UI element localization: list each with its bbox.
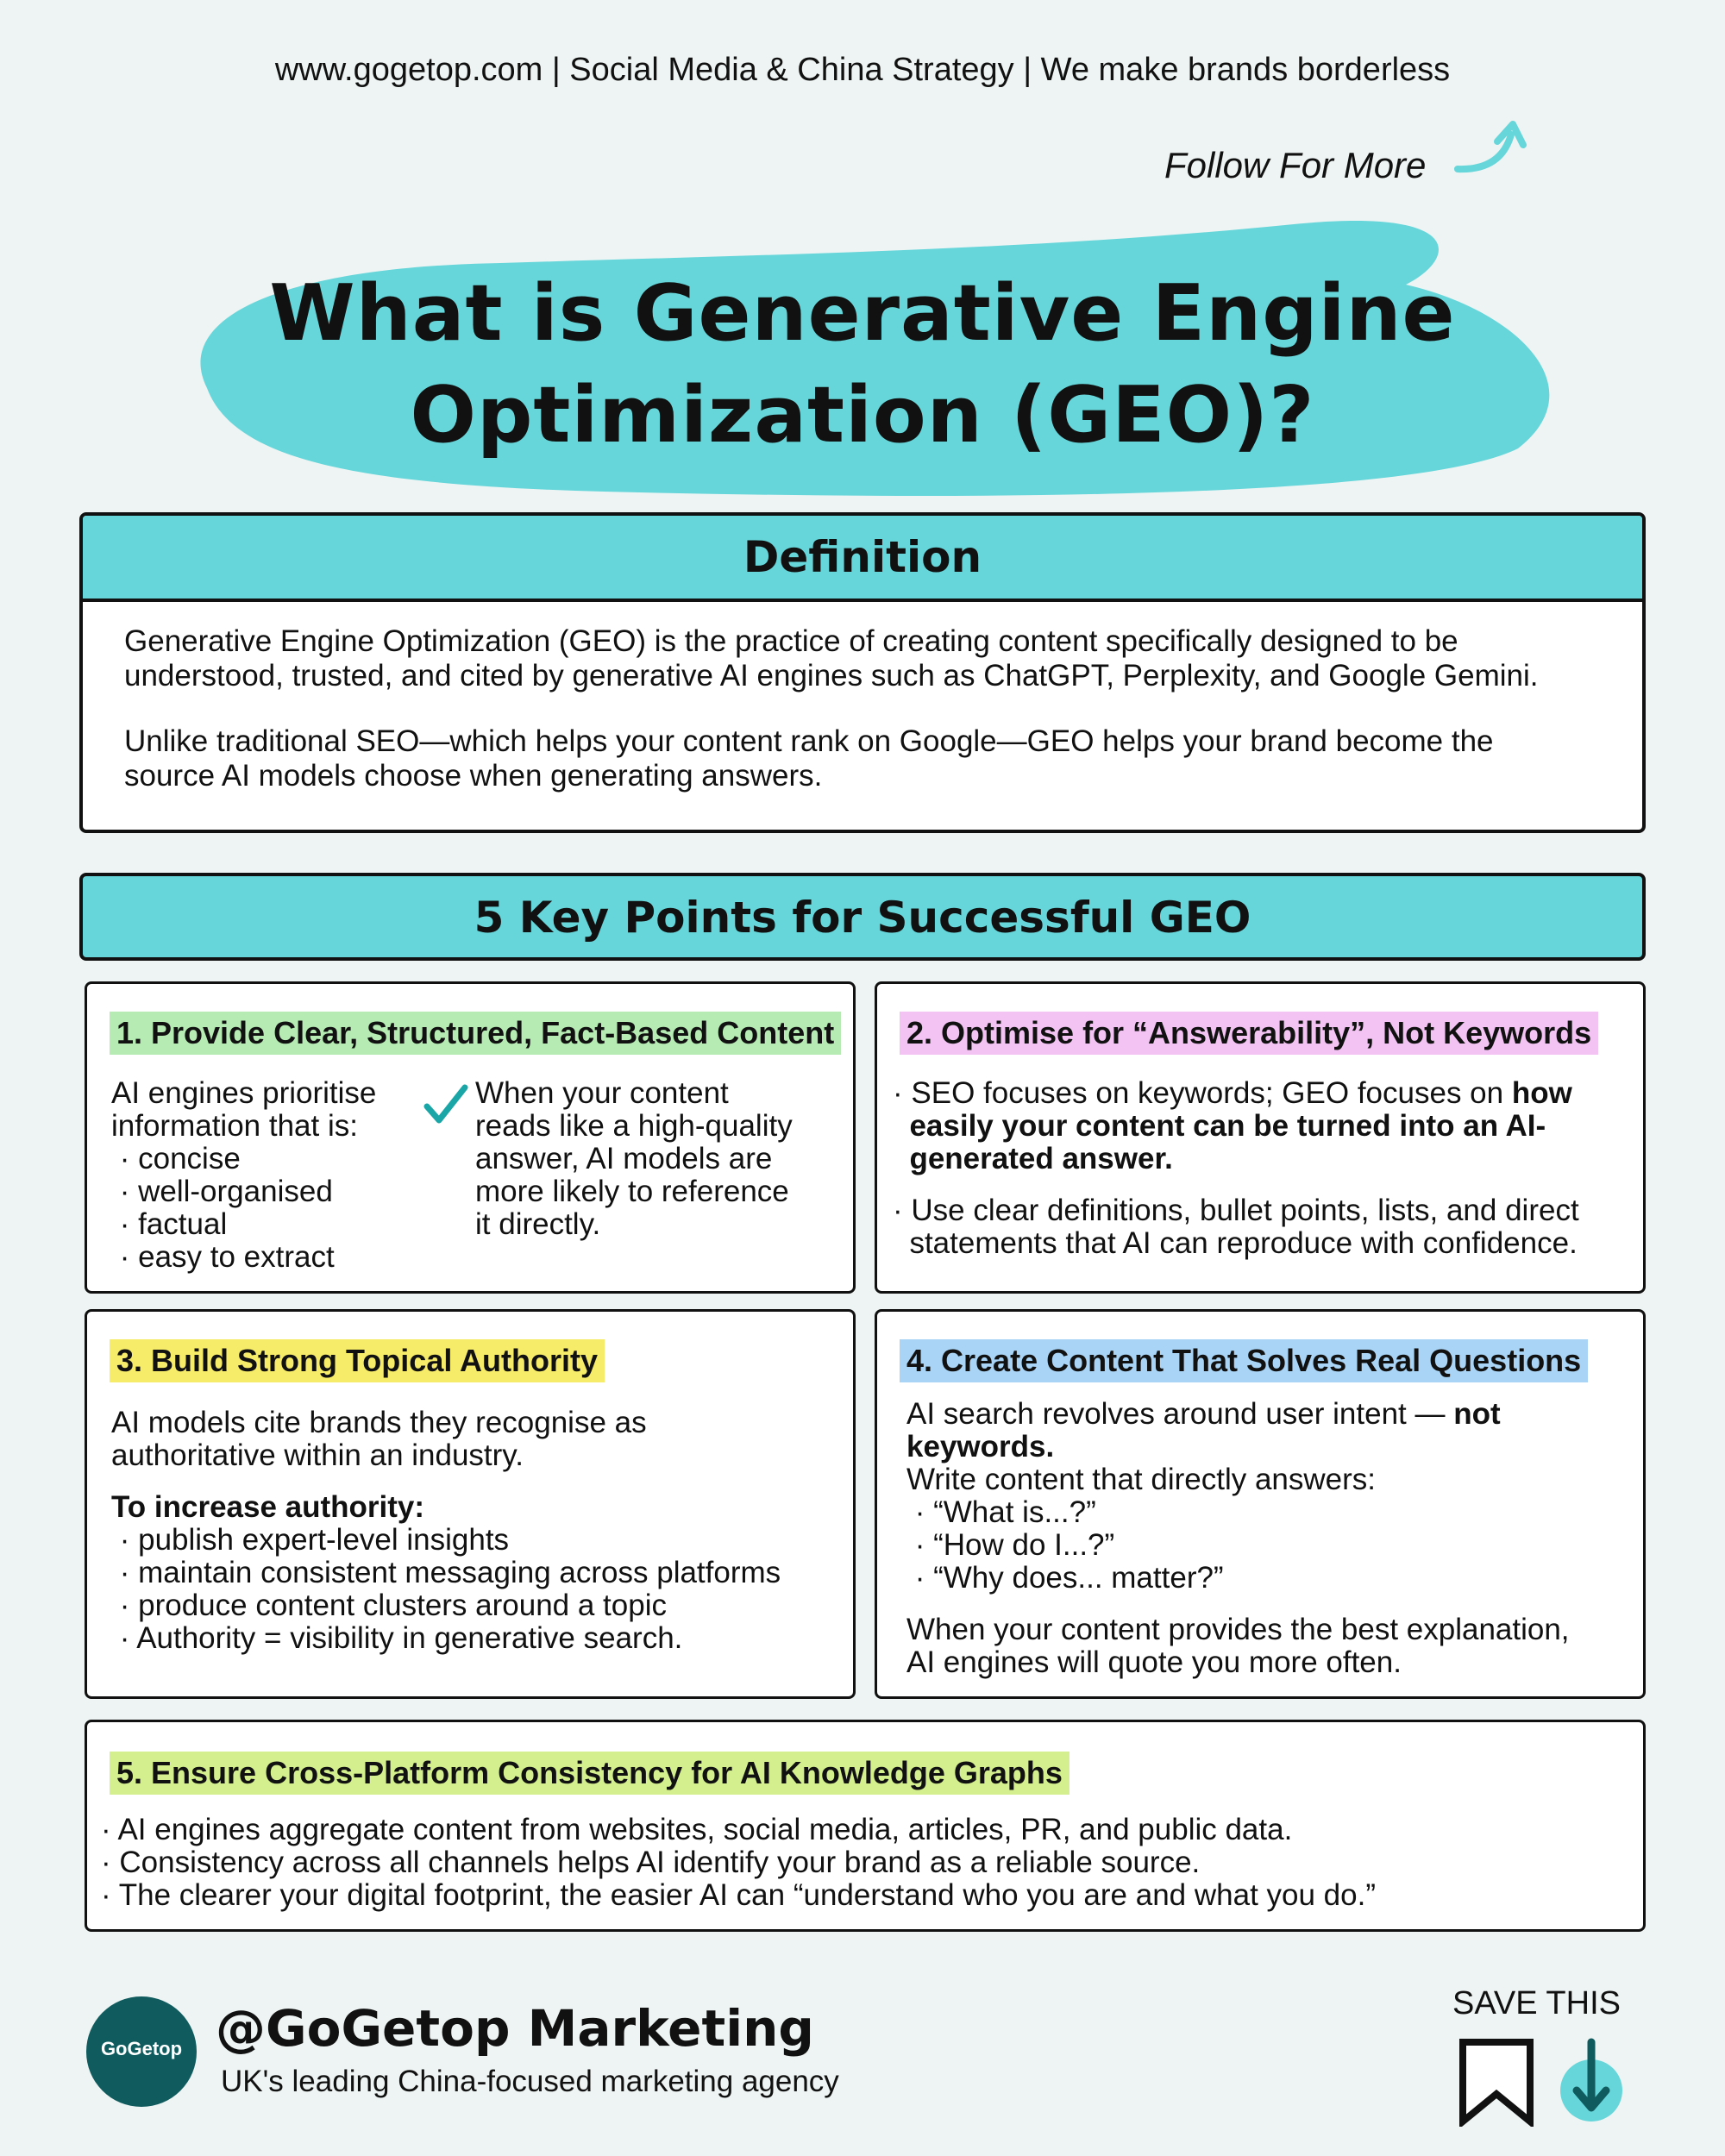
page-title: What is Generative Engine Optimization (… xyxy=(172,263,1552,467)
key-point-card-3: 3. Build Strong Topical Authority AI mod… xyxy=(85,1309,856,1699)
key-point-card-2: 2. Optimise for “Answerability”, Not Key… xyxy=(875,981,1646,1294)
list-item: · “Why does... matter?” xyxy=(906,1561,1224,1595)
title-blob xyxy=(200,221,1550,496)
key-point-2-title: 2. Optimise for “Answerability”, Not Key… xyxy=(900,1012,1599,1055)
definition-box: Definition Generative Engine Optimizatio… xyxy=(79,512,1646,833)
key-point-5-body: · AI engines aggregate content from webs… xyxy=(101,1814,1376,1912)
follow-text[interactable]: Follow For More xyxy=(1164,145,1427,185)
list-item: · The clearer your digital footprint, th… xyxy=(101,1878,1376,1912)
definition-p2-line1: Unlike traditional SEO—which helps your … xyxy=(124,724,1494,758)
definition-p1-line2: understood, trusted, and cited by genera… xyxy=(124,659,1539,693)
bookmark-icon[interactable] xyxy=(1458,2037,1535,2127)
list-item: · well-organised xyxy=(111,1175,333,1208)
key-point-5-title: 5. Ensure Cross-Platform Consistency for… xyxy=(110,1752,1070,1795)
key-point-1-right: When your content reads like a high-qual… xyxy=(475,1076,793,1241)
list-item: · concise xyxy=(111,1142,241,1175)
key-point-card-5: 5. Ensure Cross-Platform Consistency for… xyxy=(85,1720,1646,1932)
checkmark-icon xyxy=(423,1084,468,1124)
key-point-1-intro: AI engines prioritise information that i… xyxy=(111,1077,376,1274)
key-point-1-title: 1. Provide Clear, Structured, Fact-Based… xyxy=(110,1012,842,1055)
key-point-3-body: AI models cite brands they recognise as … xyxy=(111,1406,781,1655)
key-point-card-1: 1. Provide Clear, Structured, Fact-Based… xyxy=(85,981,856,1294)
brand-handle[interactable]: @GoGetop Marketing xyxy=(216,1999,814,2058)
list-item: · AI engines aggregate content from webs… xyxy=(101,1813,1293,1846)
logo-text: GoGetop xyxy=(100,2038,183,2059)
definition-heading: Definition xyxy=(83,516,1642,602)
kp1-intro-line1: AI engines prioritise xyxy=(111,1076,377,1110)
curved-arrow-icon xyxy=(1454,121,1527,173)
definition-body: Generative Engine Optimization (GEO) is … xyxy=(124,624,1616,824)
key-points-heading: 5 Key Points for Successful GEO xyxy=(79,873,1646,961)
list-item: · easy to extract xyxy=(111,1240,335,1274)
key-point-4-title: 4. Create Content That Solves Real Quest… xyxy=(900,1339,1589,1382)
key-point-2-body: · SEO focuses on keywords; GEO focuses o… xyxy=(893,1076,1579,1260)
list-item: · publish expert-level insights xyxy=(111,1523,510,1557)
definition-p1-line1: Generative Engine Optimization (GEO) is … xyxy=(124,624,1458,658)
kp1-intro-line2: information that is: xyxy=(111,1109,358,1143)
save-this-label: SAVE THIS xyxy=(1452,1985,1621,2021)
definition-p2-line2: source AI models choose when generating … xyxy=(124,759,823,793)
key-point-card-4: 4. Create Content That Solves Real Quest… xyxy=(875,1309,1646,1699)
list-item: · “How do I...?” xyxy=(906,1528,1115,1562)
title-line-1: What is Generative Engine xyxy=(269,268,1456,359)
list-item: · produce content clusters around a topi… xyxy=(111,1589,667,1622)
gogetop-logo: GoGetop xyxy=(86,1996,197,2107)
list-item: · Consistency across all channels helps … xyxy=(101,1846,1201,1879)
list-item: · factual xyxy=(111,1207,228,1241)
list-item: · “What is...?” xyxy=(906,1495,1096,1529)
key-point-4-body: AI search revolves around user intent — … xyxy=(906,1397,1570,1679)
download-arrow-icon[interactable] xyxy=(1558,2037,1625,2127)
key-point-3-title: 3. Build Strong Topical Authority xyxy=(110,1339,605,1382)
title-line-2: Optimization (GEO)? xyxy=(410,370,1315,461)
list-item: · maintain consistent messaging across p… xyxy=(111,1556,781,1589)
header-tagline: www.gogetop.com | Social Media & China S… xyxy=(274,52,1451,88)
list-item: · Authority = visibility in generative s… xyxy=(111,1621,683,1655)
footer-tagline: UK's leading China-focused marketing age… xyxy=(221,2065,839,2098)
